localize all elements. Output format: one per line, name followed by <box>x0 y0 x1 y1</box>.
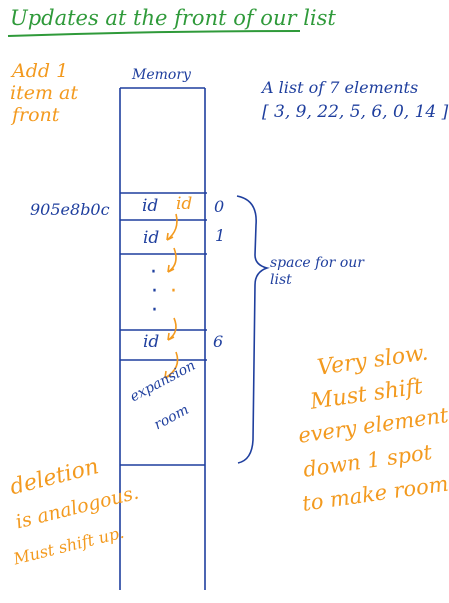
ellipsis-dot-2: · <box>151 279 158 304</box>
note-add-line-3: front <box>12 104 60 126</box>
shift-arrows <box>164 213 179 379</box>
note-add-line-2: item at <box>10 82 78 104</box>
brace-label-line-2: list <box>270 272 292 288</box>
ellipsis-dot-1: · <box>150 260 157 285</box>
cell-0-id: id <box>142 196 159 216</box>
cell-6-id: id <box>143 332 160 352</box>
memory-column <box>119 87 207 590</box>
page-title: Updates at the front of our list <box>10 6 336 30</box>
index-label-6: 6 <box>213 332 224 351</box>
brace-label-line-1: space for our <box>270 255 364 271</box>
memory-label: Memory <box>132 67 191 83</box>
ellipsis-dot-orange: · <box>170 279 177 304</box>
note-add-line-1: Add 1 <box>12 60 69 82</box>
cell-0-new-id: id <box>176 194 193 214</box>
memory-address: 905e8b0c <box>30 200 110 219</box>
space-brace <box>236 195 270 464</box>
list-values: [ 3, 9, 22, 5, 6, 0, 14 ] <box>262 102 449 122</box>
list-description: A list of 7 elements <box>262 78 419 97</box>
title-underline <box>7 30 301 37</box>
index-label-1: 1 <box>215 226 226 245</box>
index-label-0: 0 <box>214 197 225 216</box>
cell-1-id: id <box>143 228 160 248</box>
ellipsis-dot-3: · <box>151 298 158 323</box>
